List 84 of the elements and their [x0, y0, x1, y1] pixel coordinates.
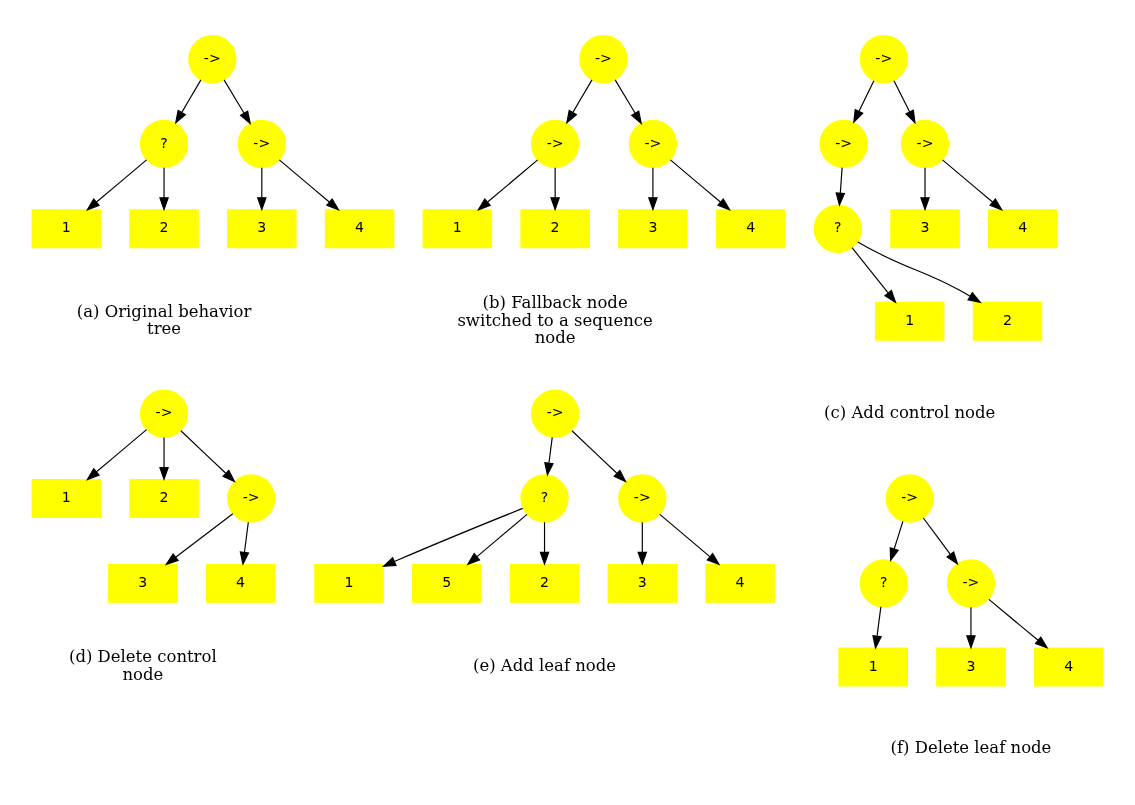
label: (d) Delete control node	[68, 647, 217, 685]
node-box: 1	[422, 209, 493, 249]
arrow	[239, 521, 250, 566]
node-box: 4	[715, 209, 786, 249]
arrow	[159, 436, 169, 482]
arrow	[223, 79, 252, 125]
node-box: 3	[890, 209, 960, 249]
node-circle: ?	[813, 204, 862, 253]
arrow	[889, 520, 904, 563]
node-circle: ->	[531, 119, 580, 169]
node-box: 2	[129, 209, 199, 249]
node-circle: ->	[579, 34, 628, 84]
arrow	[256, 167, 267, 212]
node-circle: ->	[885, 474, 934, 523]
node-circle: ->	[139, 389, 189, 438]
node-box: 1	[31, 209, 102, 249]
arrow	[857, 241, 982, 304]
arrow	[669, 159, 731, 211]
arrow	[988, 598, 1049, 649]
arrow	[893, 80, 916, 125]
node-circle: ?	[859, 559, 908, 608]
arrow	[180, 430, 236, 483]
arrow	[381, 507, 524, 568]
node-box: 4	[1034, 647, 1104, 687]
node-box: 4	[205, 563, 276, 603]
arrow	[637, 521, 648, 566]
node-circle: ->	[819, 119, 868, 169]
arrow	[920, 167, 930, 212]
node-circle: ->	[227, 474, 276, 523]
arrow	[941, 159, 1004, 211]
node-box: 4	[705, 563, 775, 603]
arrow	[614, 79, 643, 125]
arrow	[922, 517, 959, 566]
arrow	[872, 606, 883, 650]
label: (a) Original behavior tree	[76, 301, 252, 339]
arrow	[164, 513, 234, 566]
node-box: 3	[618, 209, 688, 249]
arrow	[539, 521, 550, 566]
node-box: 4	[988, 209, 1058, 249]
node-box: 2	[520, 209, 590, 249]
node-box: 3	[936, 647, 1006, 687]
node-box: 2	[972, 301, 1043, 341]
arrow	[647, 167, 658, 212]
arrow	[851, 247, 897, 304]
node-circle: ->	[618, 474, 667, 523]
arrow	[565, 79, 593, 125]
arrow	[544, 436, 554, 477]
arrow	[85, 429, 148, 481]
node-box: 1	[314, 563, 384, 603]
node-circle: ->	[188, 34, 237, 84]
node-circle: ->	[859, 34, 908, 84]
node-circle: ?	[520, 474, 569, 523]
label: (f) Delete leaf node	[890, 737, 1052, 757]
arrow	[835, 167, 846, 207]
node-circle: ->	[946, 559, 996, 608]
node-box: 1	[874, 301, 945, 341]
arrow	[85, 159, 148, 211]
node-circle: ->	[628, 119, 678, 169]
node-circle: ->	[900, 119, 950, 169]
arrow	[174, 79, 202, 125]
node-circle: ->	[237, 119, 286, 169]
label: (b) Fallback node switched to a sequence node	[457, 292, 653, 348]
arrow	[966, 606, 976, 650]
node-box: 4	[324, 209, 395, 249]
node-box: 2	[509, 563, 580, 603]
arrow	[571, 430, 627, 483]
label: (e) Add leaf node	[472, 656, 617, 676]
arrow	[477, 159, 539, 211]
arrow	[278, 159, 340, 211]
arrow	[466, 513, 528, 566]
node-circle: ->	[531, 389, 580, 438]
label: (c) Add control node	[824, 403, 996, 423]
arrow	[159, 167, 169, 212]
node-circle: ?	[139, 119, 189, 169]
node-box: 3	[108, 563, 178, 603]
node-box: 5	[412, 563, 482, 603]
arrow	[659, 513, 721, 566]
node-box: 3	[227, 209, 297, 249]
arrow	[550, 167, 561, 212]
node-box: 1	[31, 479, 102, 518]
node-box: 1	[838, 647, 908, 687]
node-box: 2	[129, 479, 199, 518]
arrow	[853, 80, 875, 124]
node-box: 3	[607, 563, 678, 603]
